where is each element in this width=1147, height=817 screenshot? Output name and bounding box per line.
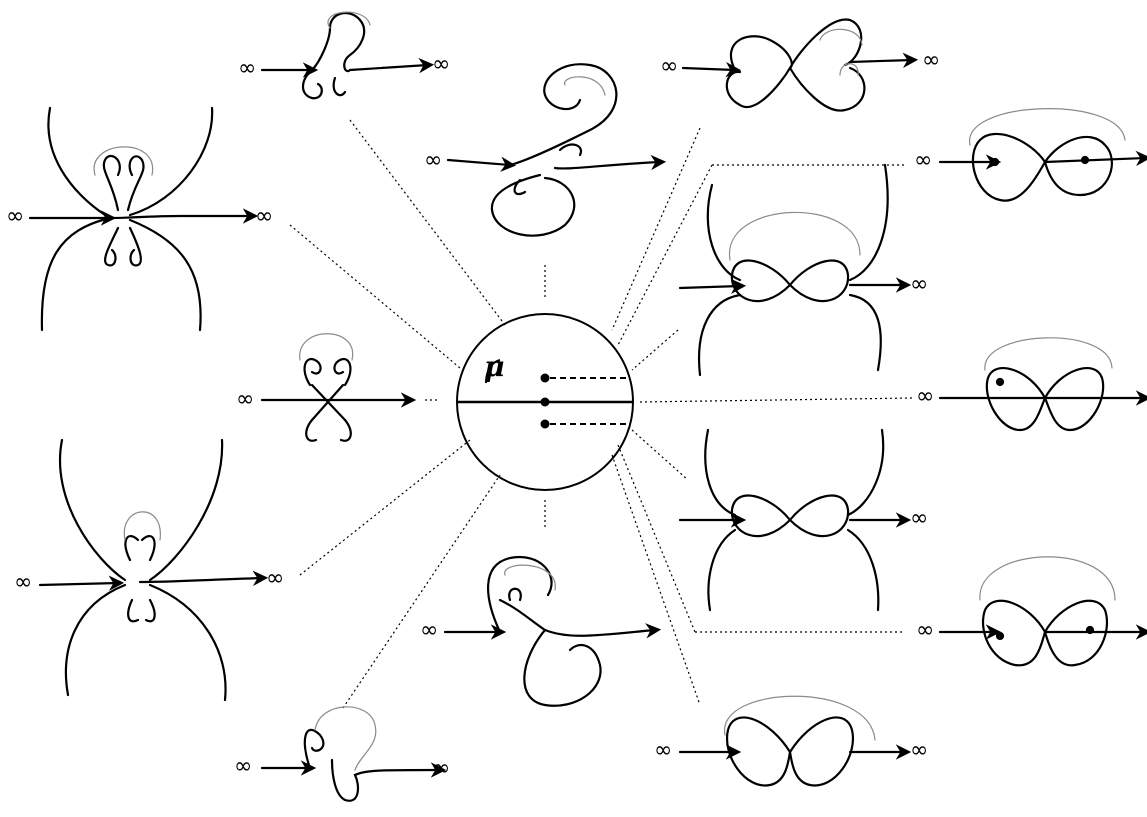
portrait-right-upper [940,109,1147,201]
infinity-label: ∞ [6,204,25,229]
infinity-label: ∞ [238,56,257,81]
infinity-label: ∞ [255,204,274,229]
infinity-label: ∞ [432,756,451,781]
infinity-label: ∞ [234,754,253,779]
infinity-label: ∞ [910,272,929,297]
infinity-label: ∞ [420,618,439,643]
portrait-bottom-left [262,707,447,801]
infinity-label: ∞ [660,54,679,79]
portrait-right-lower [940,557,1147,665]
infinity-label: ∞ [654,738,673,763]
infinity-label: ∞ [916,384,935,409]
infinity-label: ∞ [424,148,443,173]
portrait-left-upper [30,108,259,330]
portrait-top-right [683,20,919,111]
disk-point-lower [542,421,549,428]
portrait-top-left [262,12,435,98]
parameter-disk [457,314,633,490]
portrait-top-center [448,64,667,235]
disk-point-center [542,399,549,406]
portrait-center-right-upper [680,165,912,375]
infinity-label: ∞ [916,618,935,643]
infinity-label: ∞ [266,566,285,591]
disk-point-upper [542,375,549,382]
connector-lines [290,120,912,708]
portrait-left-middle [262,334,417,441]
portrait-left-lower [40,440,269,700]
infinity-label: ∞ [910,506,929,531]
portrait-bottom-center [445,557,662,706]
infinity-label: ∞ [14,570,33,595]
portrait-bottom-right [680,696,912,785]
mu-arrow [486,360,500,383]
infinity-label: ∞ [910,738,929,763]
portrait-center-right-lower [680,430,912,610]
portrait-right-middle [940,338,1147,430]
infinity-label: ∞ [914,148,933,173]
parameter-label: μ [484,350,505,383]
infinity-label: ∞ [236,387,255,412]
infinity-label: ∞ [432,52,451,77]
infinity-label: ∞ [922,48,941,73]
